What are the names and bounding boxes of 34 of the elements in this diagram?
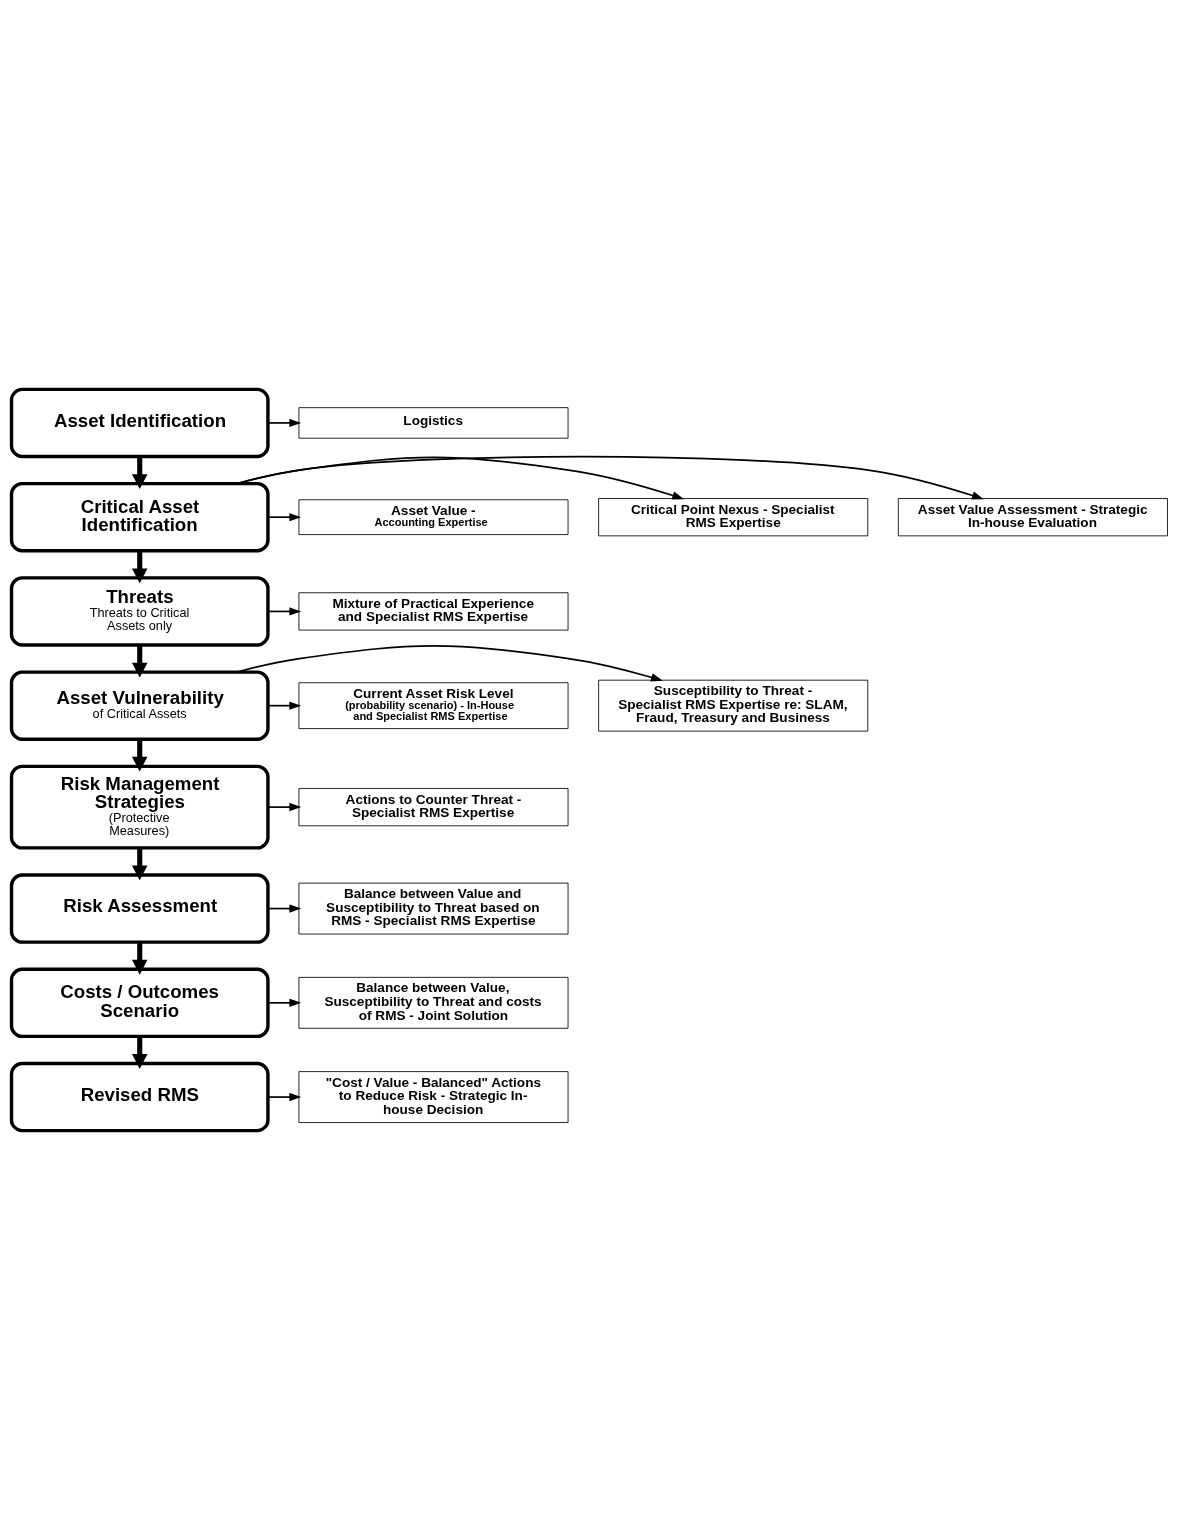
node-box: Actions to Counter Threat - Specialist RMS Expertise <box>298 787 569 826</box>
node-box: Costs / Outcomes Scenario <box>9 967 270 1038</box>
arrow <box>267 418 302 427</box>
arrow <box>267 512 302 521</box>
node-box: Critical Point Nexus - Specialist RMS Expertise <box>598 497 869 536</box>
arrow <box>267 802 302 811</box>
node-box: Mixture of Practical Experience and Specialist RMS Expertise <box>298 591 569 631</box>
node-box: Critical Asset Identification <box>9 481 270 552</box>
node-box: "Cost / Value - Balanced" Actions to Reduce Risk - Strategic In-house Decision <box>298 1070 569 1123</box>
arrow <box>267 998 302 1007</box>
node-box: Asset Value - Accounting Expertise <box>298 498 569 535</box>
arrow <box>267 701 302 710</box>
node-box: Current Asset Risk Level (probability scenario) - In-House and Specialist RMS Expertise <box>298 681 569 729</box>
node-box: Threats Threats to Critical Assets only <box>9 575 270 647</box>
arrow <box>267 606 302 616</box>
node-box: Balance between Value, Susceptibility to Threat and costs of RMS - Joint Solution <box>298 976 569 1029</box>
arrow <box>267 1092 302 1101</box>
arrow <box>131 738 148 772</box>
node-box: Asset Vulnerability of Critical Assets <box>9 669 270 741</box>
node-box: Risk Assessment <box>9 872 270 944</box>
arrow <box>131 847 148 880</box>
arrow <box>131 644 148 677</box>
node-box: Revised RMS <box>9 1061 270 1132</box>
node-box: Balance between Value and Susceptibility to Threat based on RMS - Specialist RMS Expertise <box>298 882 569 934</box>
node-box: Susceptibility to Threat - Specialist RMS Expertise re: SLAM, Fraud, Treasury and Business <box>598 679 869 732</box>
arrow <box>131 1036 148 1069</box>
node-box: Risk Management Strategies (Protective Measures) <box>9 764 270 850</box>
node-box: Logistics <box>298 406 569 439</box>
arrow <box>267 903 302 913</box>
arrow <box>131 941 148 975</box>
arrow <box>131 550 148 583</box>
node-box: Asset Value Assessment - Strategic In-house Evaluation <box>897 497 1168 536</box>
arrow <box>131 456 148 489</box>
node-box: Asset Identification <box>9 387 270 458</box>
